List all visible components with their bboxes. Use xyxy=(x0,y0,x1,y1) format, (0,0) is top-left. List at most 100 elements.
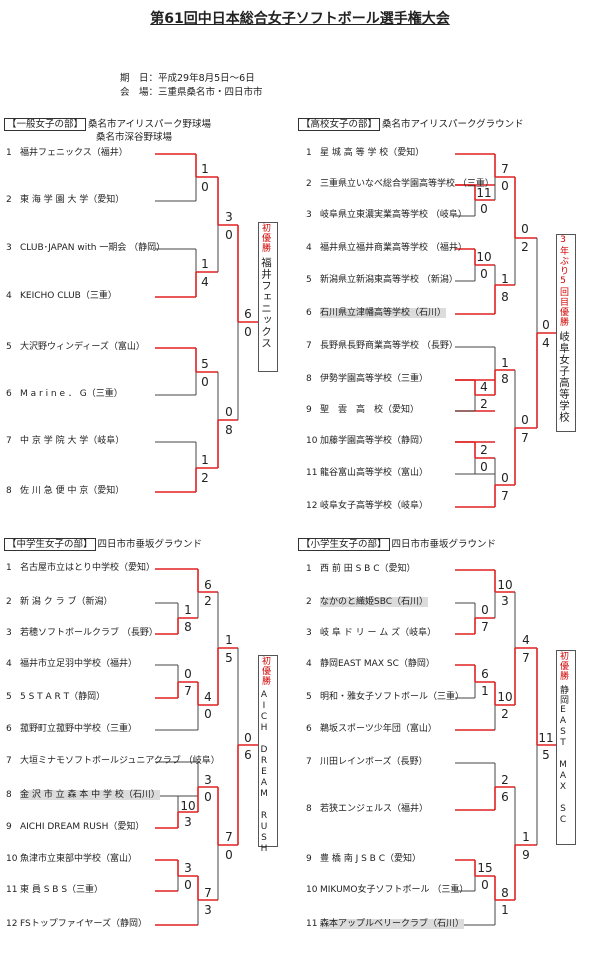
team-name: 佐 川 急 便 中 京（愛知） xyxy=(20,486,125,496)
meta-venue: 会 場：三重県桑名市・四日市市 xyxy=(120,87,263,98)
team-number: 1 xyxy=(6,148,12,158)
team-entry: 3 岐 阜 ド リ ー ム ズ（岐阜） xyxy=(306,626,436,640)
score: 0 xyxy=(542,318,550,332)
score: 0 xyxy=(201,180,209,194)
team-name: 東 員 S B S（三重） xyxy=(20,885,104,895)
champion-box: 3年ぶり5回目優勝岐阜女子高等学校 xyxy=(556,234,576,432)
team-number: 1 xyxy=(306,564,312,574)
score: 1 xyxy=(184,603,192,617)
score: 3 xyxy=(204,903,212,917)
score: 0 xyxy=(501,179,509,193)
section-tag: 【中学生女子の部】 xyxy=(4,538,96,551)
score: 1 xyxy=(201,162,209,176)
score: 1 xyxy=(201,453,209,467)
section-header: 【一般女子の部】桑名市アイリスパーク野球場 xyxy=(4,116,212,131)
champion-name: 岐阜女子高等学校 xyxy=(558,331,570,423)
team-name: 星 城 高 等 学 校（愛知） xyxy=(320,148,425,158)
team-name: M a r i n e ． G（三重） xyxy=(20,389,123,399)
section-venue: 四日市市垂坂グラウンド xyxy=(97,539,203,550)
score: 0 xyxy=(225,228,233,242)
score: 3 xyxy=(204,773,212,787)
score: 6 xyxy=(244,307,252,321)
team-number: 10 xyxy=(6,854,18,864)
team-name: 岐阜県立東濃実業高等学校 （岐阜） xyxy=(320,210,467,220)
team-number: 7 xyxy=(306,341,312,351)
team-name: CLUB･JAPAN with 一期会 （静岡） xyxy=(20,243,166,253)
section-venue: 桑名市アイリスパークグラウンド xyxy=(382,119,524,130)
team-name: 若穂ソフトボールクラブ （長野） xyxy=(20,628,158,638)
team-name: KEICHO CLUB（三重） xyxy=(20,291,117,301)
team-name: 中 京 学 院 大 学（岐阜） xyxy=(20,436,125,446)
score: 10 xyxy=(497,578,513,592)
team-name: 新 潟 ク ラ ブ（新潟） xyxy=(20,597,113,607)
score: 5 xyxy=(542,748,550,762)
team-name: 三重県立いなべ総合学園高等学校 （三重） xyxy=(320,179,494,189)
team-number: 2 xyxy=(306,597,312,607)
team-number: 7 xyxy=(6,436,12,446)
team-number: 8 xyxy=(6,790,12,800)
team-name: 岐 阜 ド リ ー ム ズ（岐阜） xyxy=(320,628,437,638)
score: 0 xyxy=(184,878,192,892)
team-number: 10 xyxy=(306,885,318,895)
team-entry: 8 金 沢 市 立 森 本 中 学 校（石川） xyxy=(6,788,160,802)
team-name: 聖 雲 高 校（愛知） xyxy=(320,405,420,415)
score: 7 xyxy=(521,431,529,445)
score: 2 xyxy=(204,594,212,608)
team-number: 7 xyxy=(306,757,312,767)
team-number: 5 xyxy=(306,692,312,702)
section-tag: 【一般女子の部】 xyxy=(4,118,87,131)
team-number: 3 xyxy=(306,628,312,638)
score: 9 xyxy=(522,848,530,862)
champion-label: 初優勝 xyxy=(558,651,568,681)
score: 0 xyxy=(521,413,529,427)
score: 8 xyxy=(225,423,233,437)
team-entry: 1 星 城 高 等 学 校（愛知） xyxy=(306,146,424,160)
team-number: 9 xyxy=(306,854,312,864)
score: 0 xyxy=(225,405,233,419)
score: 2 xyxy=(201,471,209,485)
section-header: 【中学生女子の部】四日市市垂坂グラウンド xyxy=(4,536,203,551)
team-name: 名古屋市立はとり中学校（愛知） xyxy=(20,563,156,573)
section-venue2: 桑名市深谷野球場 xyxy=(96,132,173,143)
score: 3 xyxy=(501,594,509,608)
team-number: 1 xyxy=(306,148,312,158)
team-name: 新潟県立新潟東高等学校 （新潟） xyxy=(320,275,458,285)
score: 0 xyxy=(244,731,252,745)
section-header: 【高校女子の部】桑名市アイリスパークグラウンド xyxy=(298,116,524,131)
score: 3 xyxy=(184,861,192,875)
section-tag: 【小学生女子の部】 xyxy=(298,538,390,551)
score: 0 xyxy=(501,471,509,485)
section-venue: 桑名市アイリスパーク野球場 xyxy=(88,119,212,130)
score: 7 xyxy=(522,651,530,665)
score: 2 xyxy=(501,707,509,721)
team-name: 金 沢 市 立 森 本 中 学 校（石川） xyxy=(20,790,160,800)
team-number: 5 xyxy=(6,342,12,352)
score: 10 xyxy=(180,799,196,813)
score: 0 xyxy=(244,325,252,339)
score: 10 xyxy=(476,250,492,264)
section-venue: 四日市市垂坂グラウンド xyxy=(391,539,497,550)
champion-box: 初優勝静岡EAST MAX SC xyxy=(556,650,576,845)
